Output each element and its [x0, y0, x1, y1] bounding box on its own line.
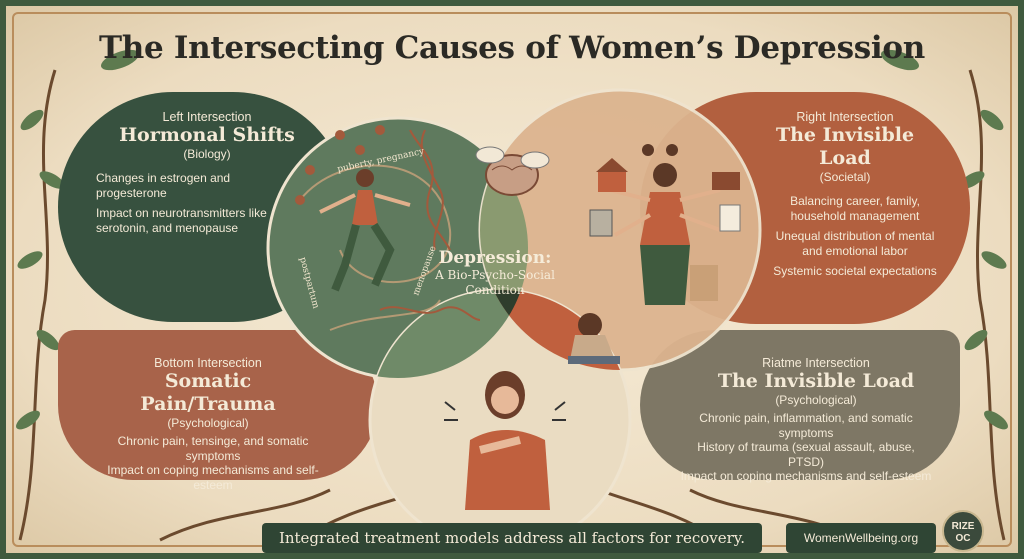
panel-point: Impact on coping mechanisms and self-est… — [680, 469, 932, 483]
footer-banner: Integrated treatment models address all … — [262, 523, 762, 553]
center-subtitle-line: A Bio-Psycho-Social — [435, 268, 555, 282]
panel-label: Riatme Intersection — [762, 356, 870, 370]
center-heading: Depression: — [438, 248, 552, 268]
shoulder-pain-woman-illustration — [444, 371, 566, 510]
website-link[interactable]: WomenWellbeing.org — [786, 523, 936, 553]
sad-woman-illustration — [568, 313, 620, 364]
panel-category: (Biology) — [183, 147, 231, 161]
invisible-load-psychological-panel: Riatme Intersection The Invisible Load (… — [640, 330, 960, 483]
panel-point: Impact on neurotransmitters like seroton… — [96, 206, 267, 235]
multitasking-woman-illustration — [589, 144, 741, 305]
center-label: Depression: A Bio-Psycho-Social Conditio… — [420, 248, 570, 298]
panel-category: (Societal) — [819, 170, 871, 184]
brain-cloud-illustration — [475, 146, 550, 196]
brand-logo: RIZE OC — [942, 510, 984, 552]
panel-category: (Psychological) — [167, 416, 249, 430]
panel-label: Left Intersection — [162, 110, 252, 124]
panel-label: Bottom Intersection — [154, 356, 262, 370]
panel-point: History of trauma (sexual assault, abuse… — [697, 440, 915, 469]
panel-label: Right Intersection — [796, 110, 894, 124]
panel-heading: The Invisible Load — [717, 370, 915, 392]
panel-point: Systemic societal expectations — [773, 264, 937, 278]
panel-point: Chronic pain, inflammation, and somatic … — [699, 411, 913, 440]
panel-point: Changes in estrogen and progesterone — [96, 171, 231, 200]
panel-category: (Psychological) — [775, 393, 857, 407]
panel-heading: Hormonal Shifts — [119, 124, 295, 146]
panel-heading: Somatic Pain/Trauma — [140, 370, 276, 415]
center-subtitle-line: Condition — [465, 283, 525, 297]
logo-line: RIZE — [951, 521, 975, 532]
page-title: The Intersecting Causes of Women’s Depre… — [98, 30, 925, 66]
panel-point: Balancing career, family, household mana… — [790, 194, 920, 223]
panel-point: Impact on coping mechanisms and self-est… — [107, 463, 319, 492]
somatic-pain-panel: Bottom Intersection Somatic Pain/Trauma … — [58, 330, 378, 492]
logo-line: OC — [955, 533, 971, 544]
panel-point: Unequal distribution of mental and emoti… — [775, 229, 935, 258]
panel-heading: The Invisible Load — [775, 124, 915, 169]
dancing-woman-illustration — [319, 169, 411, 292]
panel-point: Chronic pain, tensinge, and somatic symp… — [117, 434, 309, 463]
